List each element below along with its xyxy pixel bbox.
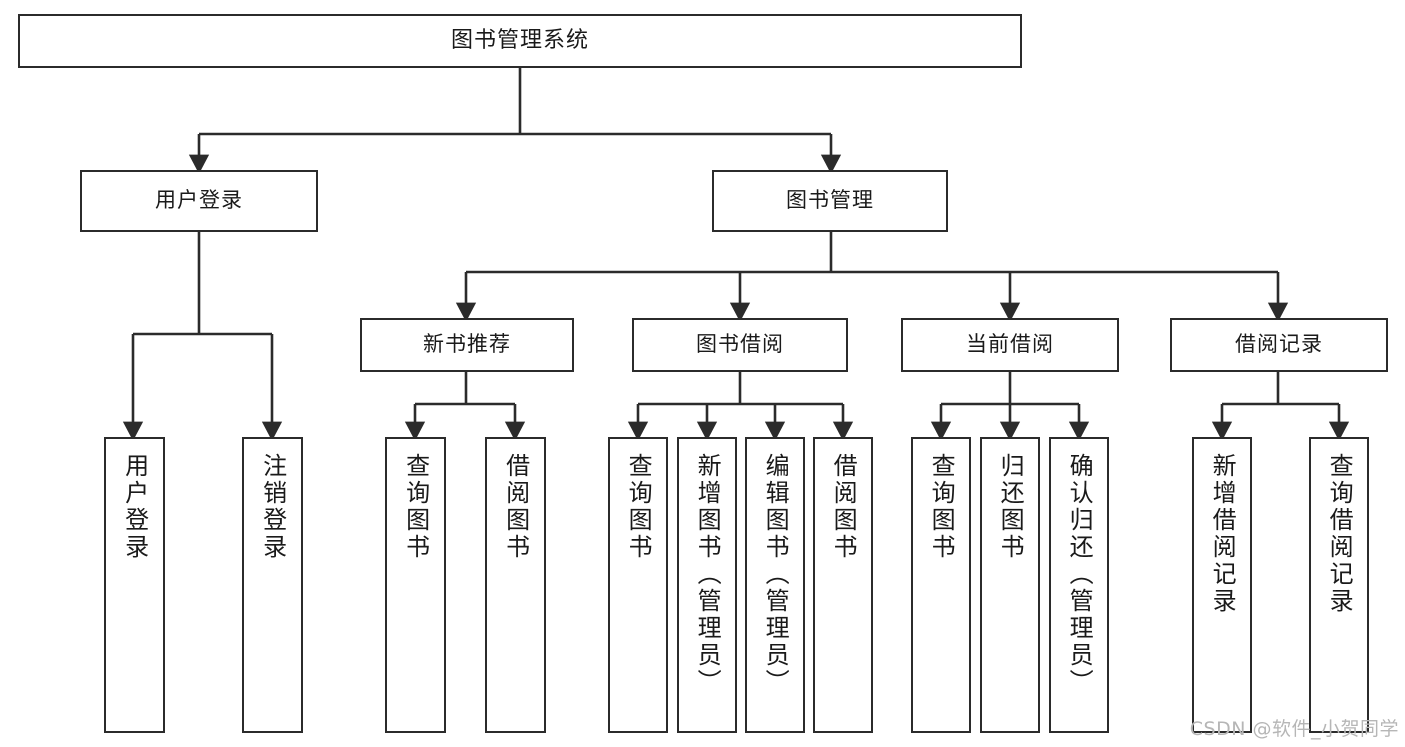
node-book-borrow-label: 图书借阅	[696, 332, 784, 357]
node-leaf-user-login-label: 用户登录	[120, 453, 149, 561]
node-leaf-query-book-borrow-label: 查询图书	[624, 453, 653, 561]
node-leaf-confirm-return-admin-label: 确认归还（管理员）	[1065, 453, 1094, 696]
node-leaf-add-book-admin-label: 新增图书（管理员）	[693, 453, 722, 696]
node-leaf-query-book-new-label: 查询图书	[401, 453, 430, 561]
node-leaf-query-borrow-record-label: 查询借阅记录	[1325, 453, 1354, 615]
node-new-book-recommend[interactable]: 新书推荐	[360, 318, 574, 372]
node-leaf-logout-label: 注销登录	[258, 453, 287, 561]
node-root-label: 图书管理系统	[450, 27, 589, 53]
node-leaf-query-book-current[interactable]: 查询图书	[911, 437, 971, 733]
node-current-borrow-label: 当前借阅	[966, 332, 1054, 357]
node-leaf-add-borrow-record[interactable]: 新增借阅记录	[1192, 437, 1252, 733]
node-leaf-logout[interactable]: 注销登录	[242, 437, 303, 733]
node-leaf-query-book-current-label: 查询图书	[927, 453, 956, 561]
node-book-borrow[interactable]: 图书借阅	[632, 318, 848, 372]
node-leaf-return-book-label: 归还图书	[996, 453, 1025, 561]
node-leaf-query-book-borrow[interactable]: 查询图书	[608, 437, 668, 733]
node-new-book-recommend-label: 新书推荐	[423, 332, 511, 357]
node-leaf-borrow-book-label: 借阅图书	[829, 453, 858, 561]
node-root-book-management-system[interactable]: 图书管理系统	[18, 14, 1022, 68]
node-leaf-borrow-book[interactable]: 借阅图书	[813, 437, 873, 733]
node-leaf-edit-book-admin-label: 编辑图书（管理员）	[761, 453, 790, 696]
node-leaf-add-book-admin[interactable]: 新增图书（管理员）	[677, 437, 737, 733]
node-user-login[interactable]: 用户登录	[80, 170, 318, 232]
node-leaf-query-borrow-record[interactable]: 查询借阅记录	[1309, 437, 1369, 733]
node-leaf-return-book[interactable]: 归还图书	[980, 437, 1040, 733]
node-user-login-label: 用户登录	[155, 188, 243, 213]
node-book-management-label: 图书管理	[786, 188, 874, 213]
node-book-management[interactable]: 图书管理	[712, 170, 948, 232]
node-leaf-borrow-book-new-label: 借阅图书	[501, 453, 530, 561]
node-leaf-edit-book-admin[interactable]: 编辑图书（管理员）	[745, 437, 805, 733]
node-borrow-record[interactable]: 借阅记录	[1170, 318, 1388, 372]
node-leaf-query-book-new[interactable]: 查询图书	[385, 437, 446, 733]
node-leaf-add-borrow-record-label: 新增借阅记录	[1208, 453, 1237, 615]
node-current-borrow[interactable]: 当前借阅	[901, 318, 1119, 372]
node-leaf-user-login[interactable]: 用户登录	[104, 437, 165, 733]
node-leaf-confirm-return-admin[interactable]: 确认归还（管理员）	[1049, 437, 1109, 733]
node-leaf-borrow-book-new[interactable]: 借阅图书	[485, 437, 546, 733]
node-borrow-record-label: 借阅记录	[1235, 332, 1323, 357]
